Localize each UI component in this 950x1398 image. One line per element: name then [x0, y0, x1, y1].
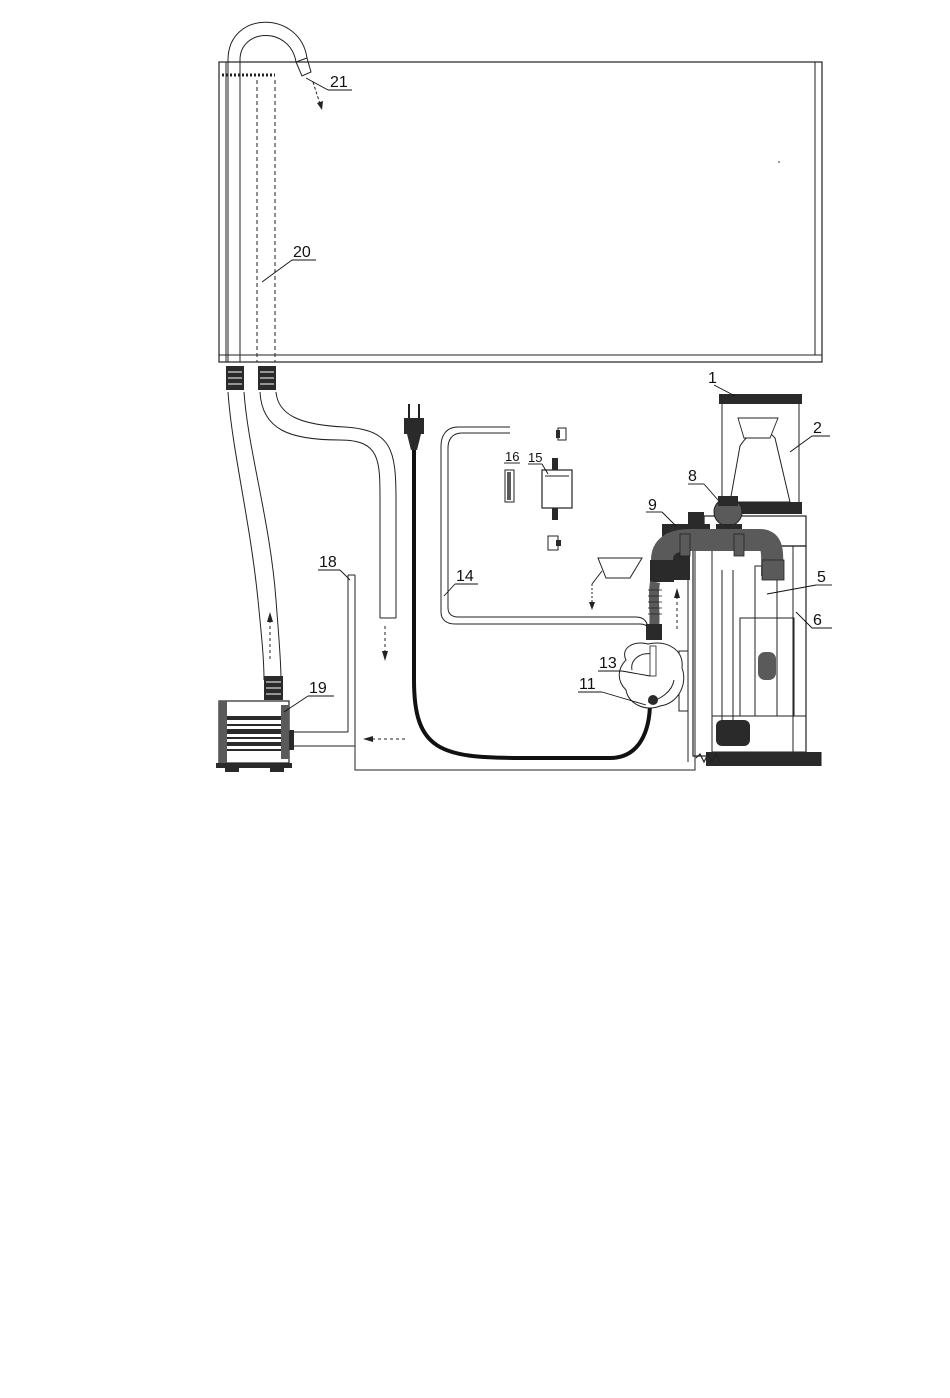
label-19: 19: [309, 680, 327, 697]
aquarium-tank: [219, 62, 822, 362]
label-14: 14: [456, 568, 474, 585]
overflow-pipe: [228, 22, 323, 362]
label-16: 16: [505, 449, 519, 464]
spare-parts: [505, 428, 572, 550]
label-20: 20: [293, 244, 311, 261]
skimmer-body: [679, 516, 821, 766]
drain-hose: [260, 392, 396, 661]
air-line: [441, 427, 652, 638]
label-13: 13: [599, 655, 617, 672]
label-8: 8: [688, 468, 697, 485]
label-9: 9: [648, 497, 657, 514]
label-15: 15: [528, 450, 542, 465]
feed-line: [589, 558, 642, 610]
label-18: 18: [319, 554, 337, 571]
label-6: 6: [813, 612, 822, 629]
return-hose: [228, 392, 283, 700]
label-1: 1: [708, 370, 717, 387]
needle-wheel-pump: [619, 643, 684, 708]
hose-connectors: [226, 366, 276, 390]
return-pump: [216, 701, 294, 772]
label-11: 11: [579, 676, 596, 693]
label-5: 5: [817, 569, 826, 586]
recirculation-pipe: [646, 534, 784, 640]
label-21: 21: [330, 74, 348, 91]
label-2: 2: [813, 420, 822, 437]
